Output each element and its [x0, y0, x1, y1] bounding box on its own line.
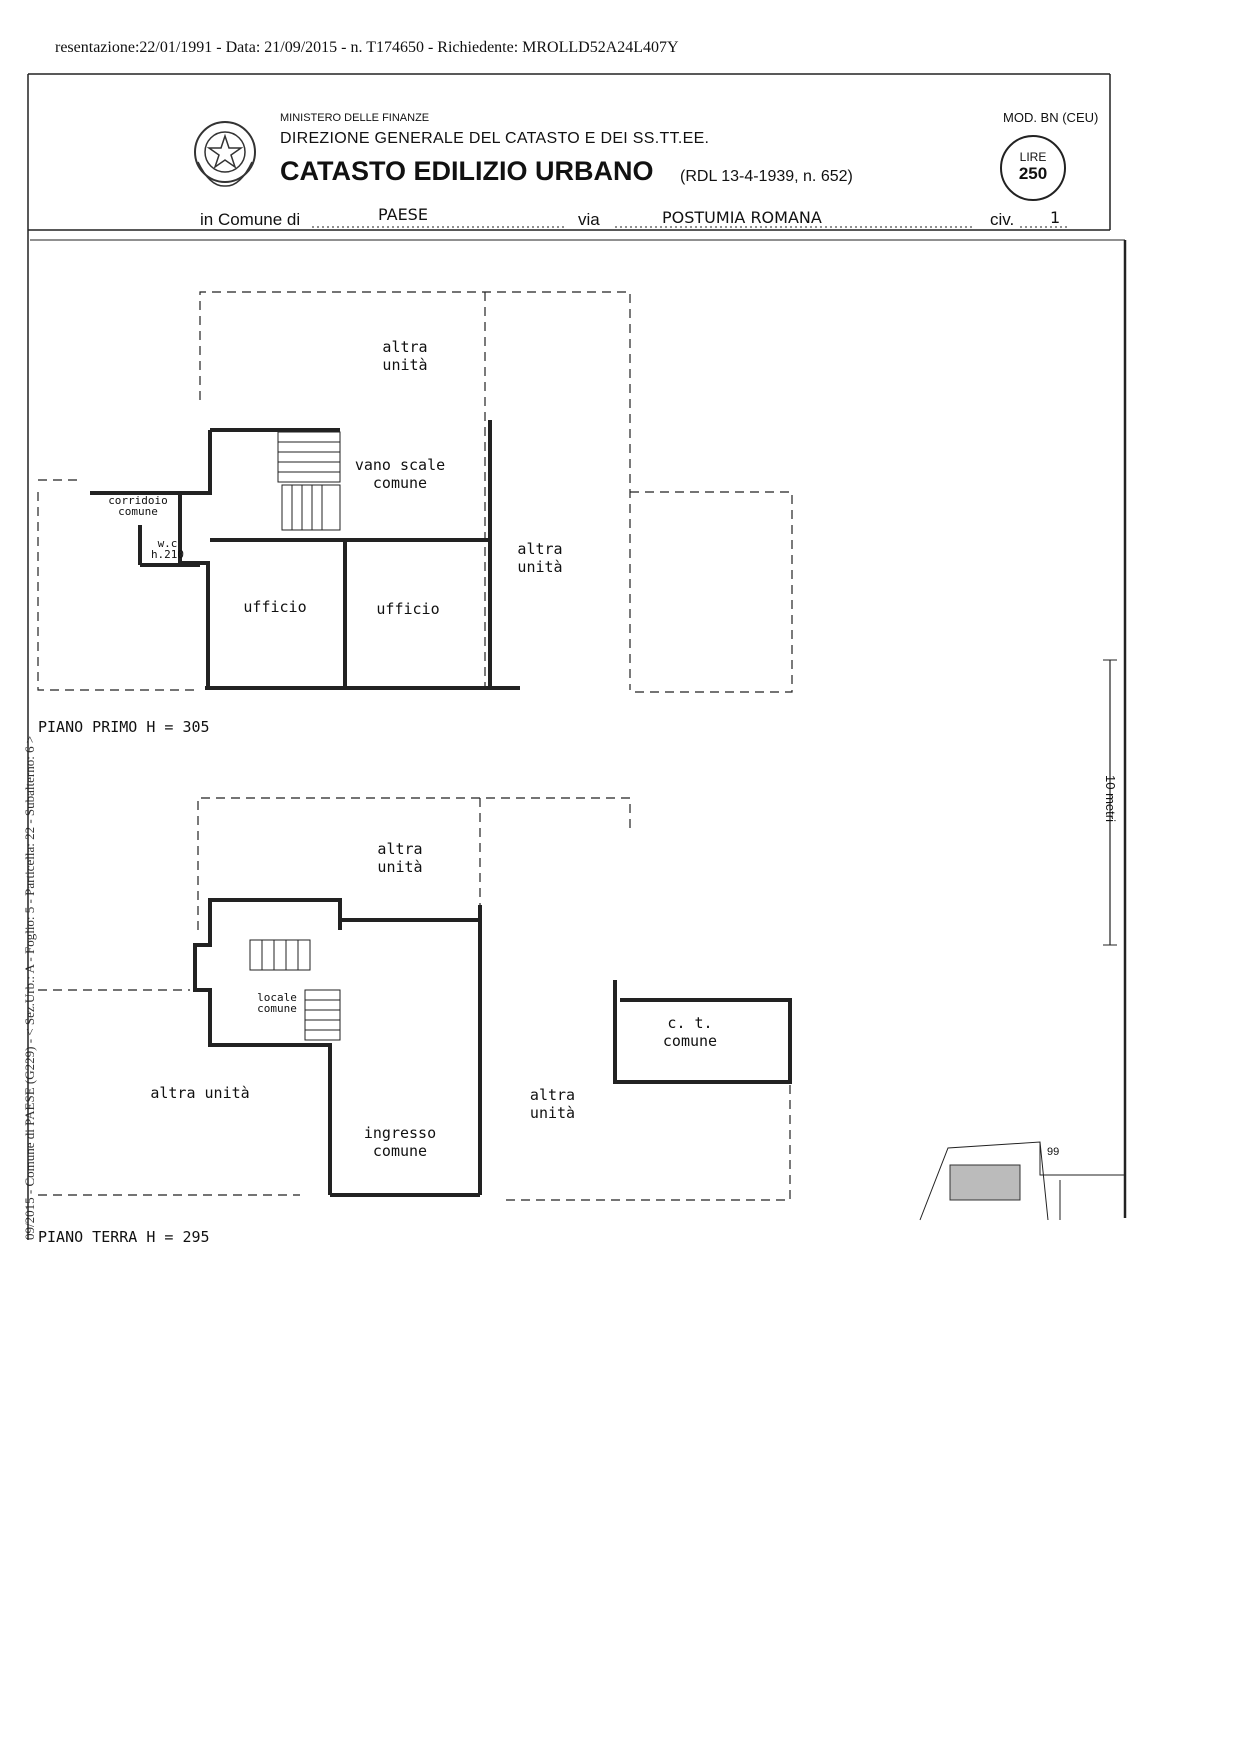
via-label: via: [578, 210, 600, 229]
scale-label: 10 metri: [1103, 775, 1118, 822]
lire-badge: LIRE 250: [1000, 135, 1066, 201]
civ-label: civ.: [990, 210, 1015, 229]
piano-terra-label: PIANO TERRA H = 295: [38, 1228, 210, 1246]
room-altra-unita-top-primo: altra unità: [382, 338, 428, 374]
lire-value: 250: [1018, 164, 1048, 183]
room-ufficio-right: ufficio: [376, 600, 440, 618]
room-locale-comune: locale comune: [257, 991, 297, 1015]
ministry-label: MINISTERO DELLE FINANZE: [280, 112, 430, 124]
room-ct: c. t. comune: [662, 1014, 718, 1050]
via-value: POSTUMIA ROMANA: [662, 208, 822, 227]
catasto-title: CATASTO EDILIZIO URBANO: [280, 156, 654, 186]
lire-label: LIRE: [1019, 150, 1047, 164]
civ-value: 1: [1050, 208, 1061, 227]
room-altra-unita-right-terra: altra unità: [529, 1086, 576, 1122]
room-ufficio-left: ufficio: [243, 598, 307, 616]
room-altra-unita-right-primo: altra unità: [517, 540, 563, 576]
room-ingresso: ingresso comune: [363, 1124, 437, 1160]
room-altra-unita-left-terra: altra unità: [150, 1084, 250, 1102]
room-wc: w.c h.210: [150, 537, 185, 561]
piano-primo-label: PIANO PRIMO H = 305: [38, 718, 210, 736]
submission-header: resentazione:22/01/1991 - Data: 21/09/20…: [55, 39, 679, 56]
room-vano-scale: vano scale comune: [354, 456, 446, 492]
map-parcel-number: 99: [1047, 1146, 1060, 1158]
comune-value: PAESE: [378, 205, 428, 224]
mod-label: MOD. BN (CEU): [1003, 110, 1099, 125]
direzione-label: DIREZIONE GENERALE DEL CATASTO E DEI SS.…: [280, 130, 710, 147]
rdl-label: (RDL 13-4-1939, n. 652): [680, 168, 853, 185]
in-comune-label: in Comune di: [200, 210, 301, 229]
room-corridoio: corridoio comune: [108, 494, 168, 518]
emblem-icon: [190, 112, 260, 192]
room-altra-unita-top-terra: altra unità: [377, 840, 423, 876]
